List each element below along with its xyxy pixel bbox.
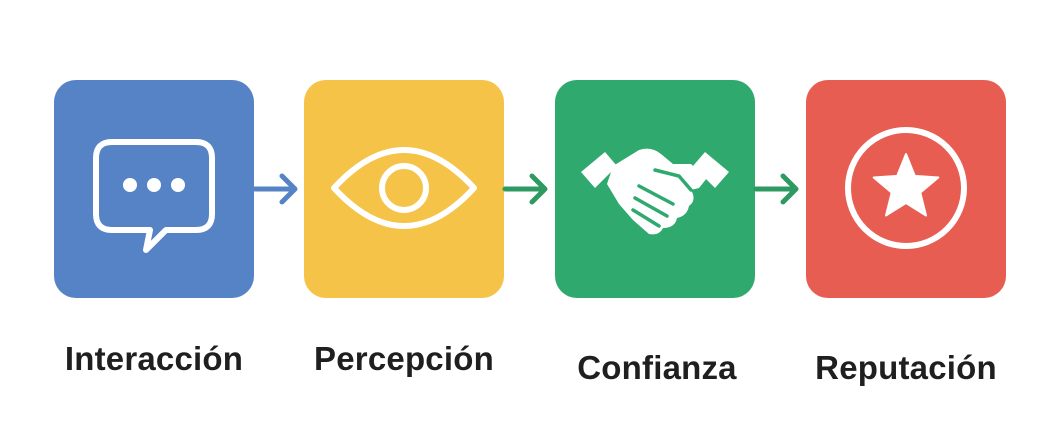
eye-icon [304, 80, 504, 298]
arrow-right-icon [252, 173, 298, 205]
step-tile-reputacion [806, 80, 1006, 298]
star-badge-icon [806, 80, 1006, 298]
step-tile-percepcion [304, 80, 504, 298]
step-label-reputacion: Reputación [815, 349, 997, 386]
step-tile-confianza [555, 80, 755, 298]
arrow-right-icon [502, 173, 548, 205]
step-label-percepcion: Percepción [314, 340, 494, 377]
step-label-confianza: Confianza [577, 349, 737, 386]
handshake-icon [555, 80, 755, 298]
chat-bubble-icon [54, 80, 254, 298]
arrow-right-icon [753, 173, 799, 205]
step-label-interaccion: Interacción [64, 340, 244, 377]
step-tile-interaccion [54, 80, 254, 298]
